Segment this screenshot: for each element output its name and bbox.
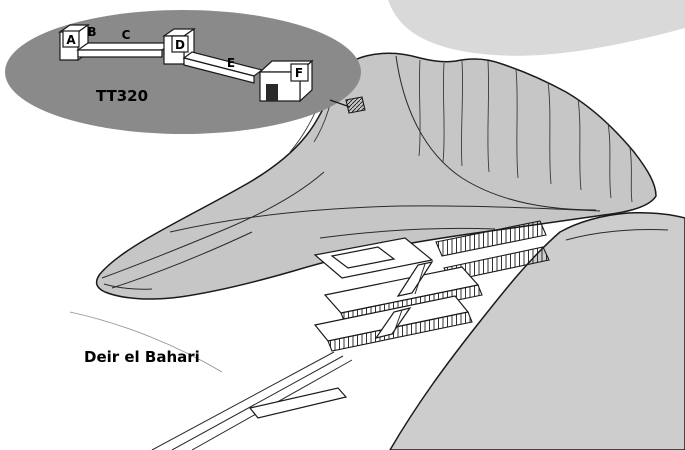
spur-nose-contour [103,283,153,290]
temple-complex [151,220,550,450]
cliff-crack [515,68,519,179]
section-label-a: A [66,33,76,47]
inset-title: TT320 [96,87,148,105]
cliff-amphitheatre-line [395,55,597,211]
causeway-left-wall [151,351,335,450]
corridor-c-top [76,42,174,51]
lower-ramp-line [392,309,403,336]
tomb-diagram: A B C D E F TT320 [58,23,314,105]
landscape [69,52,685,450]
forecourt-wall [248,387,348,419]
right-hill-contour [565,228,669,241]
causeway-center-line [171,355,344,450]
spur-strata-line-2 [111,231,253,289]
chamber-f-doorway [266,84,278,101]
cliff-crack [442,62,445,163]
cliff-crack [487,60,490,173]
location-label: Deir el Bahari [84,348,200,366]
section-label-e: E [227,56,235,70]
upper-ramp-line [414,263,426,295]
section-label-b: B [87,25,96,39]
section-label-f: F [295,66,303,80]
background-ridge [388,0,685,56]
tomb-location-callout [329,96,366,114]
inset-tt320: A B C D E F TT320 [5,10,361,134]
cliff-crack [418,59,421,157]
cliff-terrace-line-2 [319,227,496,239]
corridor-e-front [183,57,255,84]
tomb-marker [345,96,366,114]
cliff-crack [547,81,552,185]
lower-terrace-colonnade [327,311,473,352]
label-box-a [62,30,80,48]
section-label-c: C [122,28,131,42]
section-label-d: D [175,38,185,52]
label-box-d [171,35,189,53]
cliff-terrace-line [169,205,601,233]
valley-floor-line [69,311,223,373]
upper-court-rect [330,246,396,269]
inset-oval [5,10,361,134]
callout-line [329,99,351,108]
cliff [95,52,657,300]
colonnade-band-upper [435,220,547,257]
spur-strata-line-1 [101,171,325,279]
lower-ramp [374,307,412,339]
right-hill [389,212,685,450]
cliff-crack [577,98,582,191]
upper-ramp [396,261,434,297]
corridor-c-front [77,49,163,58]
cliff-crack [629,147,633,203]
cliff-crack [607,122,612,199]
cliff-crack [460,60,464,167]
label-box-f [290,63,309,82]
